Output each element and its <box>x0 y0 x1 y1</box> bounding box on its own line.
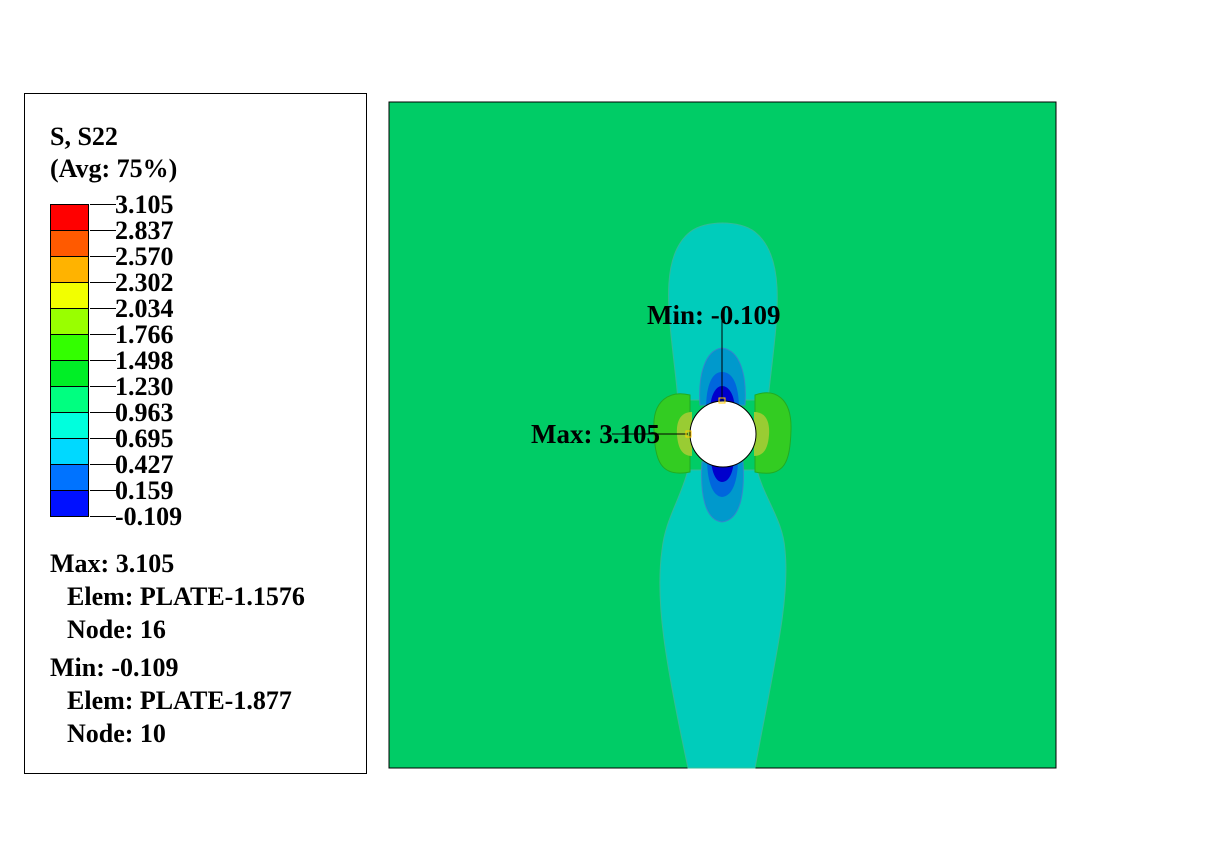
legend-tick <box>90 386 116 387</box>
min-node: Node: 10 <box>67 719 166 748</box>
plate-hole <box>689 400 757 468</box>
legend-subtitle: (Avg: 75%) <box>50 154 178 183</box>
max-elem: Elem: PLATE-1.1576 <box>67 582 305 611</box>
legend-tick-label: 3.105 <box>115 190 174 219</box>
legend-swatch <box>50 230 89 257</box>
legend-tick-label: 1.766 <box>115 320 174 349</box>
legend-tick <box>90 360 116 361</box>
legend-tick <box>90 490 116 491</box>
legend-tick <box>90 282 116 283</box>
max-label: Max: 3.105 <box>50 549 175 578</box>
legend-tick <box>90 464 116 465</box>
legend-swatch <box>50 282 89 309</box>
legend-title: S, S22 <box>50 122 118 151</box>
legend-tick-label: 0.963 <box>115 398 174 427</box>
legend-tick <box>90 412 116 413</box>
legend-swatch <box>50 412 89 439</box>
legend-tick <box>90 516 116 517</box>
legend-tick <box>90 308 116 309</box>
legend-tick-label: 1.230 <box>115 372 174 401</box>
legend-tick <box>90 438 116 439</box>
max-annotation: Max: 3.105 <box>531 419 660 449</box>
legend-tick-label: 1.498 <box>115 346 174 375</box>
legend-swatch <box>50 490 89 517</box>
contour-band-cyan-upper <box>668 222 778 401</box>
contour-band-cyan-lower <box>659 469 787 769</box>
min-label: Min: -0.109 <box>50 653 179 682</box>
legend-tick <box>90 334 116 335</box>
legend-tick-label: 2.570 <box>115 242 174 271</box>
legend-tick <box>90 256 116 257</box>
legend-tick-label: 0.159 <box>115 476 174 505</box>
legend-tick-label: 0.695 <box>115 424 174 453</box>
contour-lobe-right-inner <box>754 412 770 456</box>
contour-lobe-right <box>754 392 792 474</box>
legend-tick-label: -0.109 <box>115 502 183 531</box>
min-annotation: Min: -0.109 <box>647 300 780 330</box>
legend-swatch <box>50 464 89 491</box>
legend-tick <box>90 204 116 205</box>
legend-swatch <box>50 256 89 283</box>
legend-tick-label: 0.427 <box>115 450 174 479</box>
legend-swatch <box>50 308 89 335</box>
legend-tick-label: 2.302 <box>115 268 174 297</box>
legend-swatch <box>50 204 89 231</box>
legend-tick-label: 2.034 <box>115 294 174 323</box>
min-elem: Elem: PLATE-1.877 <box>67 686 292 715</box>
max-node-marker <box>685 430 692 438</box>
legend-tick-label: 2.837 <box>115 216 174 245</box>
legend-tick <box>90 230 116 231</box>
min-node-marker <box>718 397 726 404</box>
max-node: Node: 16 <box>67 615 166 644</box>
